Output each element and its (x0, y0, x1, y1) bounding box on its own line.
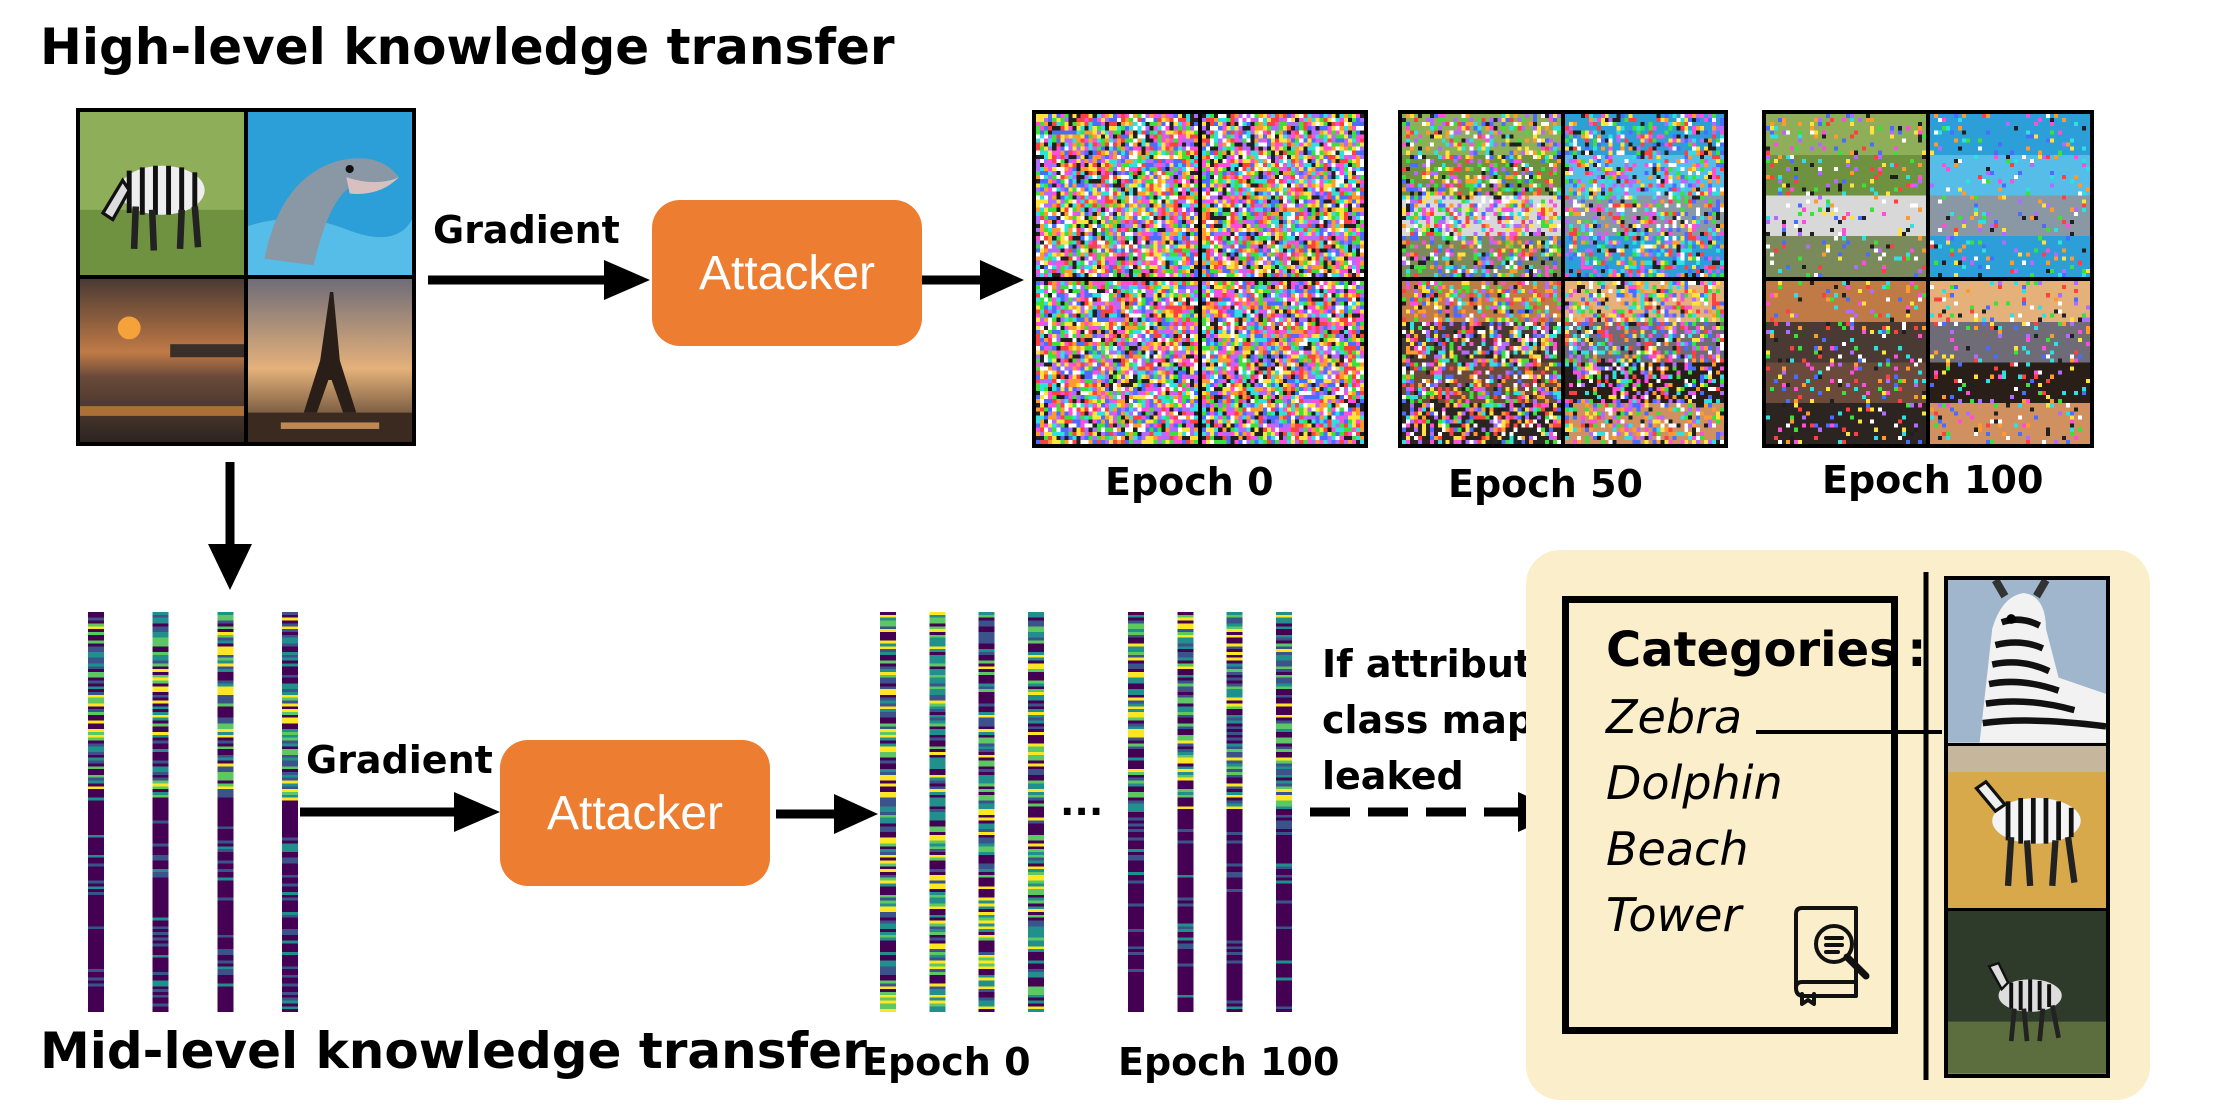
bottom-attacker-box: Attacker (500, 740, 770, 886)
zebra-example-strip (1944, 576, 2110, 1078)
bottom-epoch-100-label: Epoch 100 (1118, 1040, 1339, 1084)
category-zebra: Zebra (1606, 690, 1742, 744)
bottom-gradient-label: Gradient (306, 738, 493, 782)
recon-cell (1202, 281, 1364, 444)
category-tower: Tower (1606, 888, 1741, 942)
zebra-foal-photo (1948, 911, 2106, 1075)
zebra-standing-photo (1948, 745, 2106, 912)
down-arrow (208, 462, 252, 590)
dolphin-thumbnail (248, 112, 412, 275)
mid-level-title: Mid-level knowledge transfer (40, 1022, 867, 1080)
recon-cell (1402, 281, 1561, 444)
categories-heading: Categories : (1606, 622, 1926, 678)
recon-cell (1036, 281, 1198, 444)
input-feature-bars (88, 612, 298, 1012)
epoch-100-feature-bars (1128, 612, 1292, 1012)
zebra-thumbnail (80, 112, 244, 275)
zebra-connector (1756, 572, 1942, 1080)
book-search-icon (1794, 906, 1870, 1006)
epoch-0-reconstruction (1032, 110, 1368, 448)
top-output-arrow (922, 260, 1024, 300)
eiffel-tower-thumbnail (248, 279, 412, 442)
top-epoch-100-label: Epoch 100 (1822, 458, 2043, 502)
recon-cell (1202, 114, 1364, 277)
top-gradient-label: Gradient (433, 208, 620, 252)
epoch-0-feature-bars (880, 612, 1044, 1012)
top-attacker-box: Attacker (652, 200, 922, 346)
category-dolphin: Dolphin (1606, 756, 1783, 810)
recon-cell (1036, 114, 1198, 277)
recon-cell (1930, 281, 2090, 444)
epoch-50-reconstruction (1398, 110, 1728, 448)
recon-cell (1565, 281, 1724, 444)
bottom-gradient-arrow (300, 792, 500, 832)
top-epoch-0-label: Epoch 0 (1105, 460, 1274, 504)
leak-line-2: class map (1322, 692, 1574, 748)
leak-dashed-arrow (1310, 792, 1562, 832)
recon-cell (1766, 114, 1926, 277)
top-epoch-50-label: Epoch 50 (1448, 462, 1643, 506)
recon-cell (1930, 114, 2090, 277)
beach-thumbnail (80, 279, 244, 442)
zebra-head-photo (1948, 580, 2106, 746)
high-level-title: High-level knowledge transfer (40, 18, 895, 76)
source-image-grid (76, 108, 416, 446)
bottom-output-arrow (776, 794, 878, 834)
bottom-epoch-0-label: Epoch 0 (862, 1040, 1031, 1084)
recon-cell (1565, 114, 1724, 277)
category-beach: Beach (1606, 822, 1749, 876)
recon-cell (1402, 114, 1561, 277)
categories-box (1562, 596, 1898, 1034)
top-gradient-arrow (428, 260, 650, 300)
leak-line-3: leaked (1322, 748, 1574, 804)
recon-cell (1766, 281, 1926, 444)
epoch-100-reconstruction (1762, 110, 2094, 448)
bottom-ellipsis: ... (1060, 780, 1103, 824)
